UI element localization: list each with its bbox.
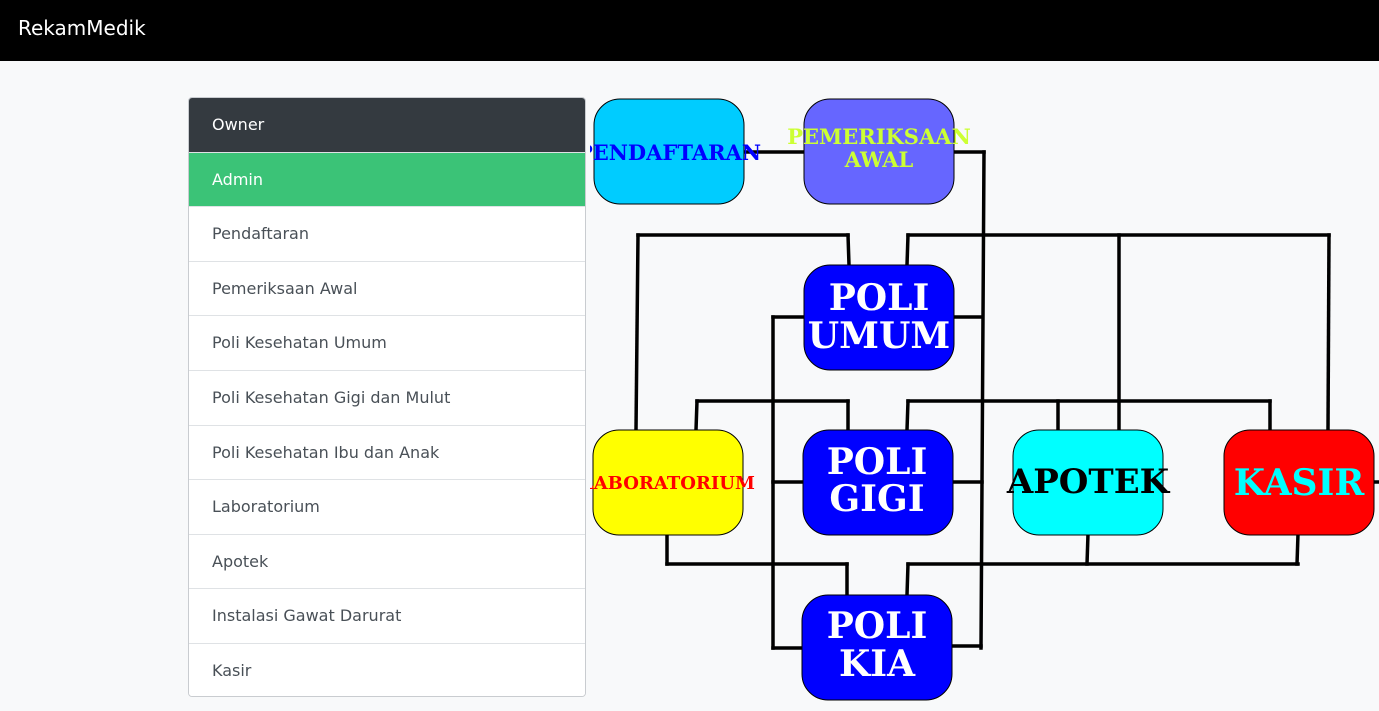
menu-item-apotek[interactable]: Apotek <box>189 534 585 590</box>
top-navbar: RekamMedik <box>0 0 1379 61</box>
node-label: POLI <box>829 277 930 319</box>
node-label: GIGI <box>829 478 924 520</box>
node-label: PEMERIKSAAN <box>787 124 971 149</box>
menu-item-poli-umum[interactable]: Poli Kesehatan Umum <box>189 316 585 371</box>
menu-item-laboratorium[interactable]: Laboratorium <box>189 480 585 535</box>
menu-item-pemeriksaan-awal[interactable]: Pemeriksaan Awal <box>189 261 585 317</box>
node-pemeriksaan-awal: PEMERIKSAAN AWAL <box>787 98 971 205</box>
node-poli-umum: POLI UMUM <box>803 264 955 371</box>
node-label: UMUM <box>808 315 951 357</box>
node-kasir: KASIR <box>1223 429 1375 536</box>
node-poli-gigi: POLI GIGI <box>802 429 954 536</box>
node-poli-kia: POLI KIA <box>801 594 953 701</box>
node-label: PENDAFTARAN <box>590 140 761 165</box>
workflow-diagram: PENDAFTARAN PEMERIKSAAN AWAL POLI UMUM L… <box>590 98 1379 701</box>
node-label: AWAL <box>844 147 914 172</box>
node-pendaftaran: PENDAFTARAN <box>590 98 761 205</box>
node-label: KASIR <box>1234 462 1366 504</box>
sidebar-menu: Owner Admin Pendaftaran Pemeriksaan Awal… <box>188 97 586 697</box>
node-label: POLI <box>827 441 928 483</box>
menu-item-admin[interactable]: Admin <box>189 152 585 208</box>
connector-lines <box>634 150 1379 650</box>
menu-item-kasir[interactable]: Kasir <box>189 643 585 696</box>
node-apotek: APOTEK <box>1006 429 1171 536</box>
node-label: KIA <box>839 643 916 685</box>
menu-item-igd[interactable]: Instalasi Gawat Darurat <box>189 589 585 644</box>
menu-item-owner[interactable]: Owner <box>189 98 585 153</box>
menu-item-pendaftaran[interactable]: Pendaftaran <box>189 207 585 262</box>
node-label: APOTEK <box>1006 462 1171 502</box>
menu-item-poli-gigi[interactable]: Poli Kesehatan Gigi dan Mulut <box>189 370 585 426</box>
node-label: POLI <box>827 605 928 647</box>
menu-item-poli-kia[interactable]: Poli Kesehatan Ibu dan Anak <box>189 425 585 481</box>
node-label: LABORATORIUM <box>590 473 755 494</box>
brand-link[interactable]: RekamMedik <box>18 16 146 40</box>
node-laboratorium: LABORATORIUM <box>590 429 755 536</box>
